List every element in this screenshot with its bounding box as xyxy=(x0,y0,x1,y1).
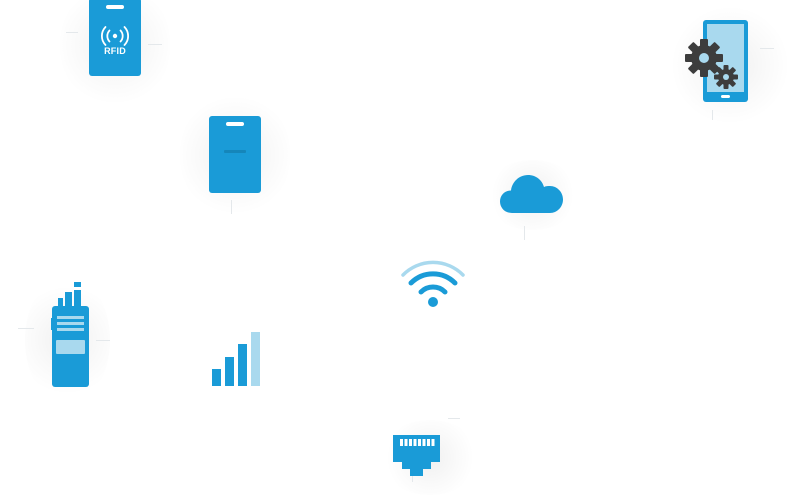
connector-tick xyxy=(18,328,34,329)
connector-tick xyxy=(760,48,774,49)
connector-tick xyxy=(148,44,162,45)
connector-tick xyxy=(412,472,413,482)
rfid-label: RFID xyxy=(104,46,126,56)
cloud-icon xyxy=(500,174,563,214)
connector-tick xyxy=(448,418,460,419)
wifi-icon xyxy=(401,258,465,308)
tablet-settings-icon xyxy=(684,20,750,102)
connector-tick xyxy=(712,110,713,120)
signal-bars-icon xyxy=(211,332,261,386)
connector-tick xyxy=(96,340,110,341)
connector-tick xyxy=(231,200,232,214)
handheld-terminal-icon xyxy=(209,116,261,193)
connector-tick xyxy=(524,226,525,240)
ethernet-port-icon xyxy=(393,435,440,476)
connector-tick xyxy=(66,32,78,33)
rfid-card-icon: RFID xyxy=(89,0,141,76)
two-way-radio-icon xyxy=(51,282,90,387)
